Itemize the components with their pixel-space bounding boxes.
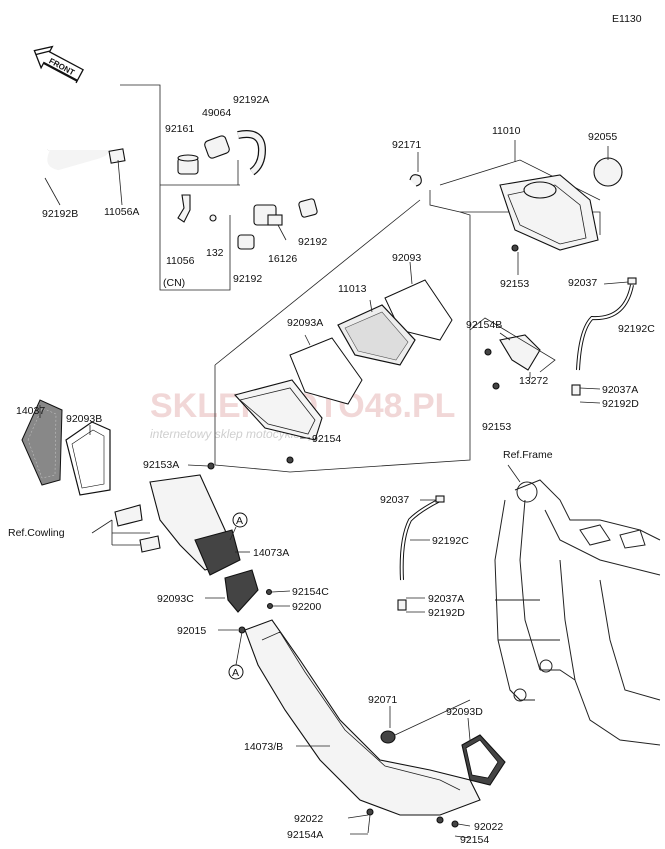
drain-hose-middle: [397, 495, 445, 611]
callout-a-bottom: A: [232, 667, 239, 679]
label-16126: 16126: [268, 253, 297, 265]
label-92161: 92161: [165, 123, 194, 135]
label-92192D-mid: 92192D: [428, 607, 465, 619]
label-92022-right: 92022: [474, 821, 503, 833]
label-13272: 13272: [519, 375, 548, 387]
label-92192-bottom: 92192: [233, 273, 262, 285]
label-49064: 49064: [202, 107, 231, 119]
label-92037A-top: 92037A: [602, 384, 638, 396]
label-14073B: 14073/B: [244, 741, 283, 753]
label-92015: 92015: [177, 625, 206, 637]
label-92093A: 92093A: [287, 317, 323, 329]
label-92153-top: 92153: [500, 278, 529, 290]
label-11013: 11013: [338, 283, 367, 295]
label-92154A: 92154A: [287, 829, 323, 841]
label-92192D-top: 92192D: [602, 398, 639, 410]
ref-frame: Ref.Frame: [503, 449, 553, 461]
label-92154C: 92154C: [292, 586, 329, 598]
label-92093D: 92093D: [446, 706, 483, 718]
intake-duct-left: A A: [21, 399, 274, 680]
label-92022-left: 92022: [294, 813, 323, 825]
label-cn: (CN): [163, 277, 185, 289]
label-92200: 92200: [292, 601, 321, 613]
label-92037-top: 92037: [568, 277, 597, 289]
label-92037-mid: 92037: [380, 494, 409, 506]
label-92192A: 92192A: [233, 94, 269, 106]
label-11056: 11056: [166, 255, 195, 267]
label-92154B: 92154B: [466, 319, 502, 331]
label-14037: 14037: [16, 405, 45, 417]
label-92192-right: 92192: [298, 236, 327, 248]
label-92093: 92093: [392, 252, 421, 264]
breather-hose-group: [43, 84, 318, 291]
diagram-code: E1130: [612, 13, 642, 25]
leader-lines: [39, 140, 629, 839]
label-11010: 11010: [492, 125, 521, 137]
callout-a-top: A: [236, 515, 243, 527]
label-92153A: 92153A: [143, 459, 179, 471]
label-11056A: 11056A: [104, 206, 139, 218]
intake-duct-lower: [244, 619, 506, 834]
label-92192C-mid: 92192C: [432, 535, 469, 547]
air-cleaner-assembly: [214, 157, 637, 473]
label-92055: 92055: [588, 131, 617, 143]
label-92037A-mid: 92037A: [428, 593, 464, 605]
ref-cowling: Ref.Cowling: [8, 527, 65, 539]
frame-outline: [494, 479, 661, 746]
part-labels: 92192B 11056A 92161 49064 92192A 11056 1…: [8, 94, 655, 846]
label-92192C-top: 92192C: [618, 323, 655, 335]
front-arrow-icon: FRONT: [33, 45, 84, 84]
label-14073A: 14073A: [253, 547, 289, 559]
label-92071: 92071: [368, 694, 397, 706]
label-132: 132: [206, 247, 224, 259]
label-92192B: 92192B: [42, 208, 78, 220]
label-92093B: 92093B: [66, 413, 102, 425]
label-92154-bottom: 92154: [460, 834, 489, 846]
label-92154-mid: 92154: [312, 433, 341, 445]
label-92171: 92171: [392, 139, 421, 151]
label-92093C: 92093C: [157, 593, 194, 605]
label-92153-mid: 92153: [482, 421, 511, 433]
